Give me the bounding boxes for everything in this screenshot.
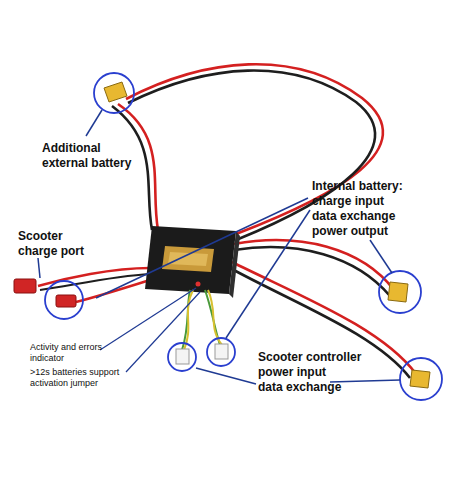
leader-line [126, 292, 200, 372]
leader-line [100, 288, 196, 350]
leader-line [196, 368, 256, 384]
label-block: >12s batteries support activation jumper [30, 367, 125, 389]
label-block: Scooter controller power input data exch… [258, 350, 370, 410]
leader-line [226, 210, 310, 338]
yellow-wire [184, 290, 193, 350]
red-wire [76, 280, 150, 302]
part-label: Scooter controller power input data exch… [258, 350, 361, 394]
xt-connector [388, 282, 408, 302]
charge-plug [56, 295, 76, 307]
leader-line [86, 110, 102, 136]
highlight-circle [94, 73, 134, 113]
yellow-wire [208, 290, 222, 345]
highlight-circle [207, 338, 235, 366]
part-label: Additional external battery [42, 141, 131, 170]
controller-box-side [229, 231, 240, 298]
xt-connector [410, 370, 430, 388]
black-wire [234, 247, 390, 296]
part-label: Internal battery: charge input data exch… [312, 179, 403, 238]
white-plug [215, 344, 228, 359]
label-block: Internal battery: charge input data exch… [312, 179, 407, 239]
label-block: Additional external battery [42, 141, 140, 171]
leader-line [370, 240, 392, 273]
red-wire [126, 64, 383, 234]
label-block: Activity and errors indicator [30, 342, 125, 364]
charge-plug [14, 279, 36, 293]
white-plug [176, 349, 189, 364]
indicator-led [196, 282, 201, 287]
note-label: Activity and errors indicator [30, 342, 102, 363]
gold-label [162, 246, 214, 272]
label-block: Scooter charge port [18, 229, 93, 259]
xt-connector [104, 82, 127, 102]
highlight-circle [379, 271, 421, 313]
highlight-circle [400, 358, 442, 400]
note-label: >12s batteries support activation jumper [30, 367, 119, 388]
leader-line [38, 258, 40, 278]
part-label: Scooter charge port [18, 229, 84, 258]
leader-line [96, 198, 308, 298]
highlight-circle [45, 281, 83, 319]
highlight-circle [168, 343, 196, 371]
controller-box [145, 226, 236, 294]
